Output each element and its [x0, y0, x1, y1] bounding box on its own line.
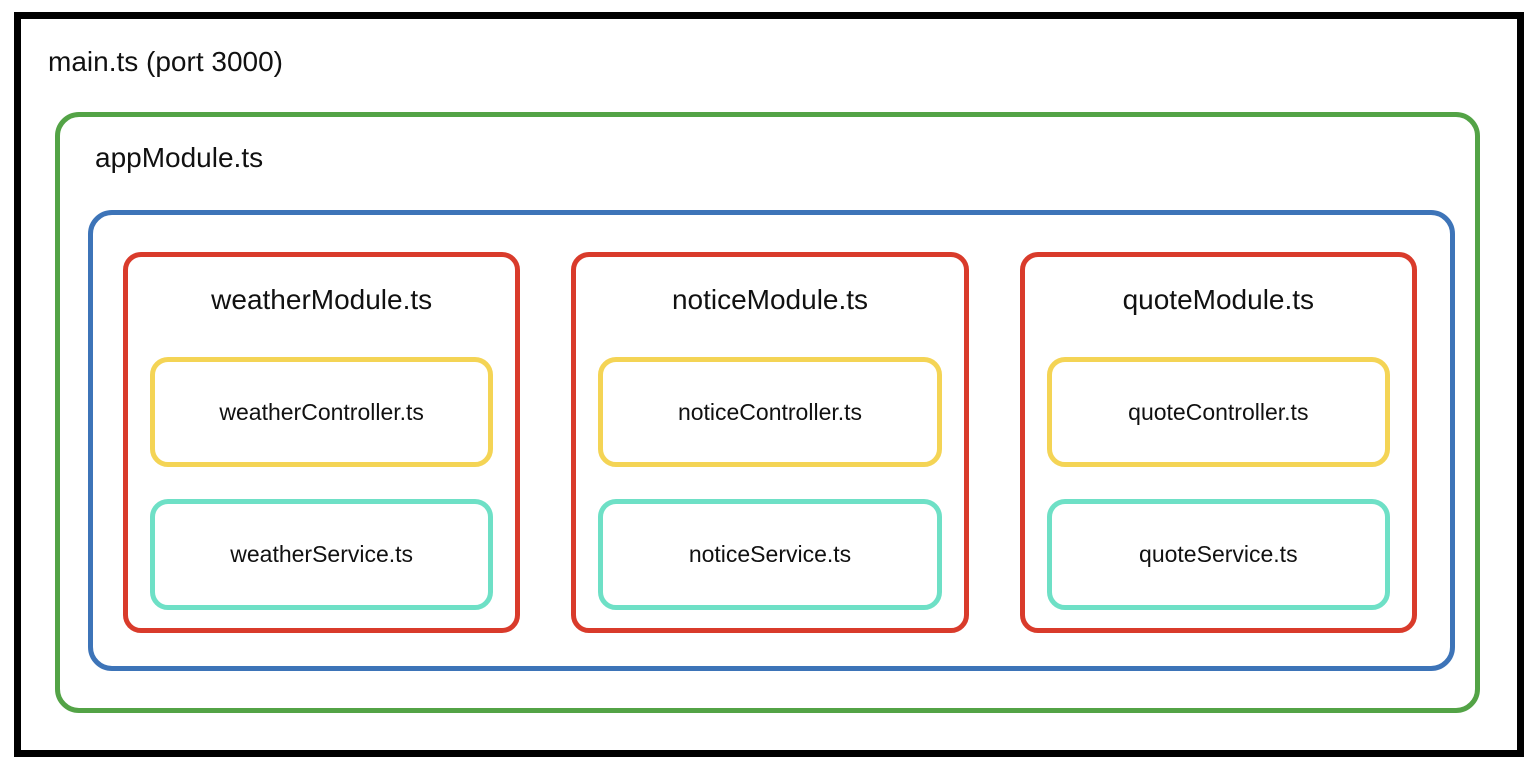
app-module-container: appModule.ts weatherModule.ts weatherCon…	[55, 112, 1480, 713]
service-box: noticeService.ts	[598, 499, 942, 610]
controller-box: weatherController.ts	[150, 357, 494, 467]
module-card-quote: quoteModule.ts quoteController.ts quoteS…	[1019, 252, 1417, 633]
controller-label: quoteController.ts	[1128, 398, 1309, 425]
service-label: weatherService.ts	[230, 541, 414, 567]
controller-box: noticeController.ts	[598, 357, 942, 467]
app-module-label: appModule.ts	[95, 142, 264, 173]
main-ts-label: main.ts (port 3000)	[48, 46, 283, 77]
service-box: quoteService.ts	[1046, 499, 1390, 610]
module-card-notice: noticeModule.ts noticeController.ts noti…	[571, 252, 969, 633]
service-box: weatherService.ts	[150, 499, 494, 610]
controller-box: quoteController.ts	[1046, 357, 1390, 467]
module-card-weather: weatherModule.ts weatherController.ts we…	[123, 252, 521, 633]
controller-label: weatherController.ts	[219, 398, 424, 425]
service-label: noticeService.ts	[688, 541, 852, 567]
module-label: weatherModule.ts	[211, 284, 433, 315]
service-label: quoteService.ts	[1139, 541, 1298, 567]
module-label: noticeModule.ts	[671, 284, 869, 315]
module-label: quoteModule.ts	[1122, 284, 1315, 315]
main-ts-container: main.ts (port 3000) appModule.ts weather…	[14, 12, 1524, 757]
controller-label: noticeController.ts	[677, 398, 863, 425]
modules-container: weatherModule.ts weatherController.ts we…	[88, 210, 1455, 671]
